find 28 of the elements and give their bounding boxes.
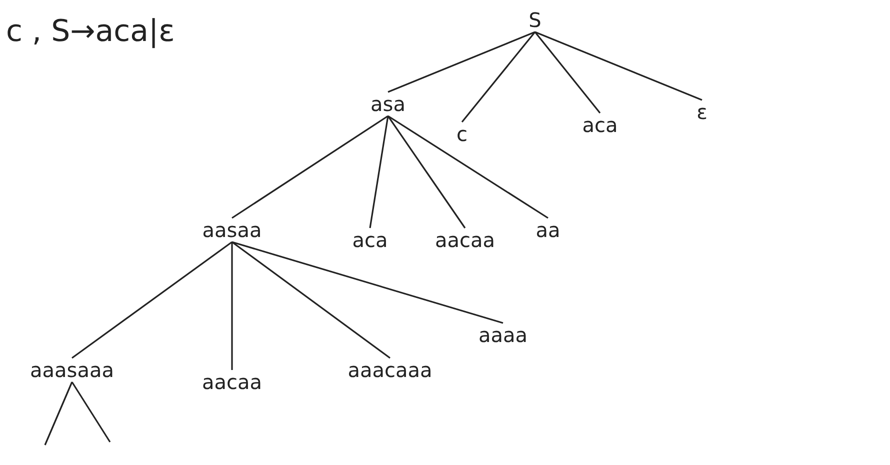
node-label: aaaa	[478, 323, 528, 347]
branch-line	[388, 31, 536, 93]
branch-line	[387, 116, 466, 228]
branch-line	[388, 115, 548, 219]
grammar-rule: c , S→aca|ε	[6, 14, 175, 50]
branch-line	[71, 382, 111, 442]
node-label: S	[528, 8, 542, 32]
node-label: aaacaaa	[348, 358, 432, 382]
branch-line	[232, 115, 388, 219]
branch-line	[369, 116, 389, 228]
node-label: aasaa	[202, 218, 262, 242]
branch-line	[534, 32, 601, 114]
node-label: c	[456, 122, 468, 146]
node-label: aca	[352, 228, 388, 252]
node-label: aaasaaa	[30, 358, 114, 382]
node-label: aacaa	[434, 228, 496, 252]
branch-line	[534, 31, 702, 101]
node-label: aacaa	[202, 370, 262, 394]
node-label: asa	[370, 92, 406, 116]
branch-line	[461, 32, 536, 122]
node-label: ε	[696, 100, 708, 124]
branch-line	[72, 241, 232, 359]
node-label: aca	[582, 113, 618, 137]
branch-line	[231, 242, 233, 370]
node-label: aa	[536, 218, 560, 242]
branch-line	[232, 241, 390, 359]
branch-line	[44, 382, 73, 446]
branch-line	[232, 241, 504, 324]
